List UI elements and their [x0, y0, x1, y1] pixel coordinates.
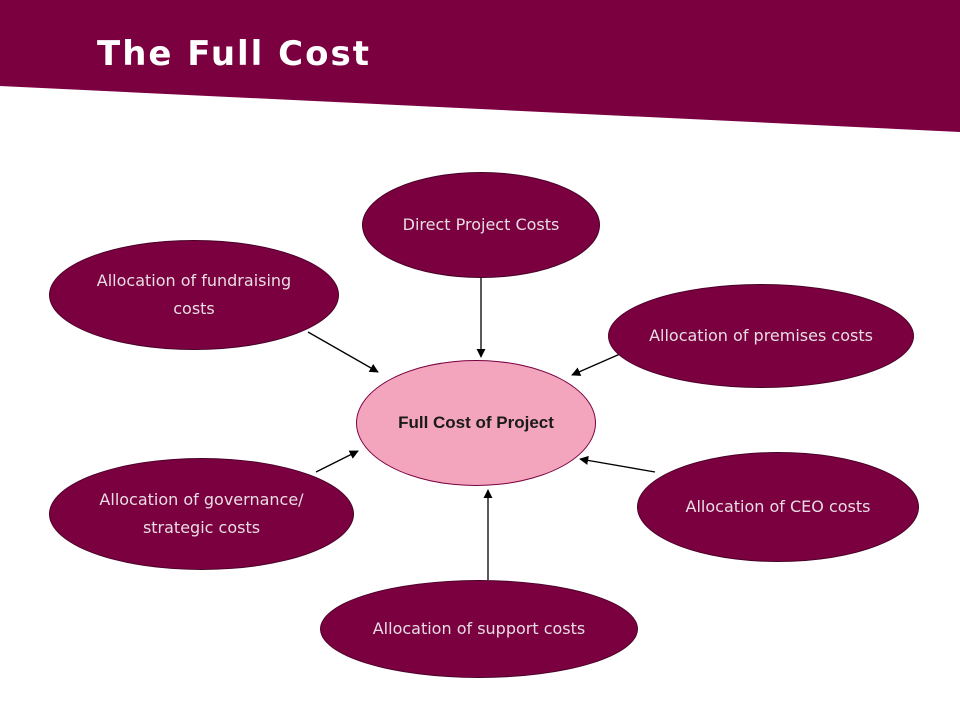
node-fundraising-costs: Allocation of fundraising costs: [49, 240, 339, 350]
arrow-fundraising-to-center: [307, 331, 379, 373]
center-node-full-cost: Full Cost of Project: [356, 360, 596, 486]
arrow-ceo-to-center: [579, 455, 656, 473]
page-title: The Full Cost: [97, 34, 371, 74]
node-ceo-costs: Allocation of CEO costs: [637, 452, 919, 562]
arrow-governance-to-center: [315, 450, 359, 473]
arrow-premises-to-center: [571, 353, 621, 376]
node-governance-costs: Allocation of governance/ strategic cost…: [49, 458, 354, 570]
node-direct-project-costs: Direct Project Costs: [362, 172, 600, 278]
title-banner: [0, 0, 960, 132]
node-support-costs: Allocation of support costs: [320, 580, 638, 678]
node-premises-costs: Allocation of premises costs: [608, 284, 914, 388]
